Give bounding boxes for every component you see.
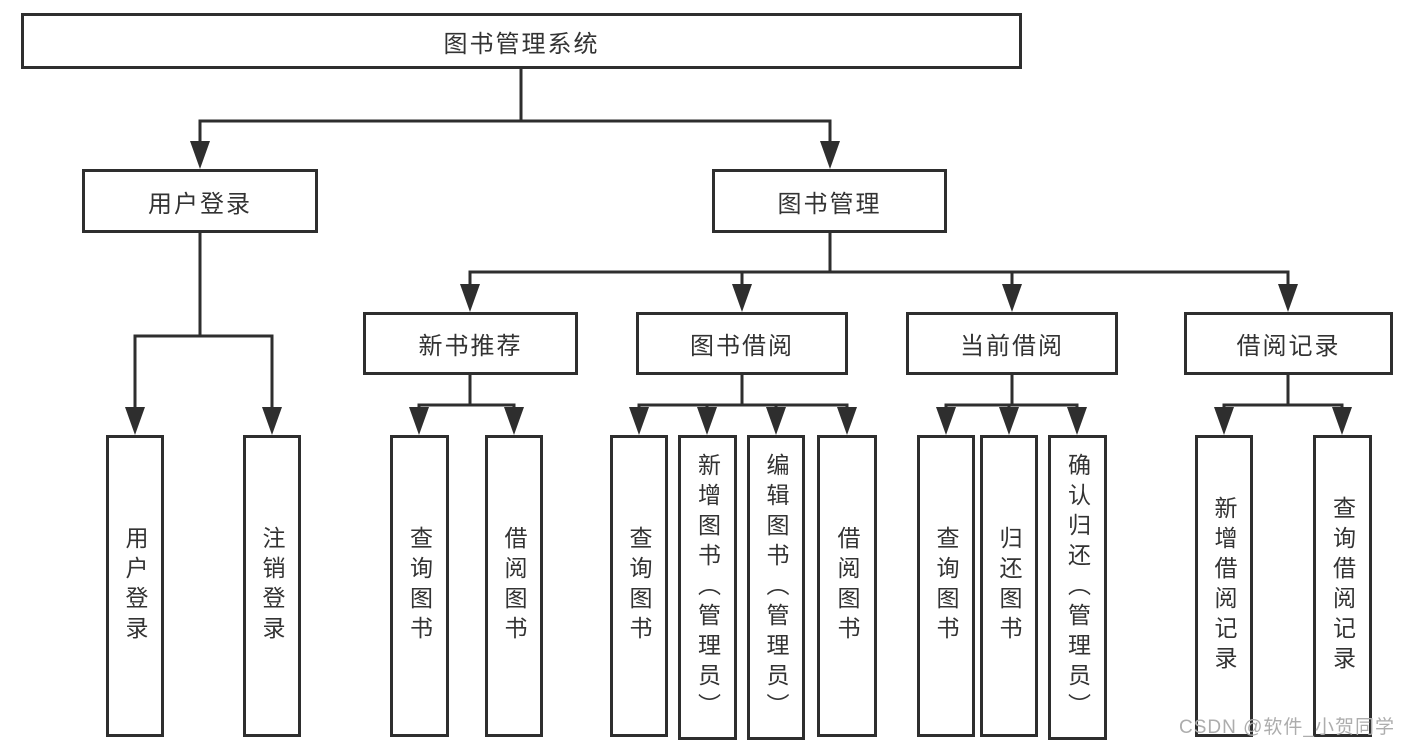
arrowhead-icon: [409, 407, 429, 435]
node-label-leaf-edit-book-admin: 编辑图书（管理员）: [763, 452, 789, 723]
arrowhead-icon: [460, 284, 480, 312]
node-leaf-confirm-return: 确认归还（管理员）: [1048, 435, 1107, 740]
node-leaf-return-book: 归还图书: [980, 435, 1038, 737]
arrowhead-icon: [629, 407, 649, 435]
node-book-borrowing: 图书借阅: [636, 312, 848, 375]
node-leaf-query-borrow-rec: 查询借阅记录: [1313, 435, 1372, 737]
node-label-leaf-query-books-b: 查询图书: [626, 526, 652, 646]
node-user-login: 用户登录: [82, 169, 318, 233]
node-leaf-logout: 注销登录: [243, 435, 301, 737]
node-library-system: 图书管理系统: [21, 13, 1022, 69]
node-label-leaf-logout: 注销登录: [259, 526, 285, 646]
node-label-book-borrowing: 图书借阅: [690, 333, 794, 360]
node-leaf-user-login: 用户登录: [106, 435, 164, 737]
node-borrowing-records: 借阅记录: [1184, 312, 1393, 375]
node-label-leaf-user-login: 用户登录: [122, 526, 148, 646]
node-leaf-query-books-b: 查询图书: [610, 435, 668, 737]
node-label-leaf-query-books-c: 查询图书: [933, 526, 959, 646]
node-label-leaf-confirm-return: 确认归还（管理员）: [1064, 452, 1091, 723]
arrowhead-icon: [1332, 407, 1352, 435]
node-leaf-edit-book-admin: 编辑图书（管理员）: [747, 435, 805, 740]
arrowhead-icon: [504, 407, 524, 435]
node-leaf-borrow-books-b: 借阅图书: [817, 435, 877, 737]
node-book-management: 图书管理: [712, 169, 947, 233]
node-leaf-query-books-a: 查询图书: [390, 435, 449, 737]
node-leaf-borrow-books-a: 借阅图书: [485, 435, 543, 737]
node-leaf-query-books-c: 查询图书: [917, 435, 975, 737]
arrowhead-icon: [837, 407, 857, 435]
arrowhead-icon: [732, 284, 752, 312]
node-label-library-system: 图书管理系统: [443, 30, 600, 58]
node-leaf-add-borrow-rec: 新增借阅记录: [1195, 435, 1253, 737]
arrowhead-icon: [766, 407, 786, 435]
node-label-leaf-add-book-admin: 新增图书（管理员）: [694, 452, 721, 723]
arrowhead-icon: [936, 407, 956, 435]
node-label-leaf-query-books-a: 查询图书: [406, 526, 433, 646]
arrowhead-icon: [262, 407, 282, 435]
arrowhead-icon: [820, 141, 840, 169]
arrowhead-icon: [125, 407, 145, 435]
arrowhead-icon: [1278, 284, 1298, 312]
node-new-book-recommend: 新书推荐: [363, 312, 578, 375]
node-label-new-book-recommend: 新书推荐: [418, 333, 523, 360]
arrowhead-icon: [1214, 407, 1234, 435]
arrowhead-icon: [1067, 407, 1087, 435]
node-label-leaf-borrow-books-b: 借阅图书: [834, 526, 860, 646]
arrowhead-icon: [1002, 284, 1022, 312]
node-label-book-management: 图书管理: [777, 190, 882, 218]
node-label-leaf-add-borrow-rec: 新增借阅记录: [1211, 496, 1237, 676]
watermark: CSDN @软件_小贺同学: [1179, 717, 1395, 738]
arrowhead-icon: [697, 407, 717, 435]
node-label-leaf-borrow-books-a: 借阅图书: [501, 526, 527, 646]
node-label-borrowing-records: 借阅记录: [1236, 333, 1341, 360]
node-label-leaf-query-borrow-rec: 查询借阅记录: [1329, 496, 1356, 676]
arrowhead-icon: [190, 141, 210, 169]
node-current-borrowing: 当前借阅: [906, 312, 1118, 375]
node-label-leaf-return-book: 归还图书: [996, 526, 1022, 646]
node-leaf-add-book-admin: 新增图书（管理员）: [678, 435, 737, 740]
node-label-user-login: 用户登录: [148, 190, 252, 218]
arrowhead-icon: [999, 407, 1019, 435]
node-label-current-borrowing: 当前借阅: [960, 333, 1064, 360]
